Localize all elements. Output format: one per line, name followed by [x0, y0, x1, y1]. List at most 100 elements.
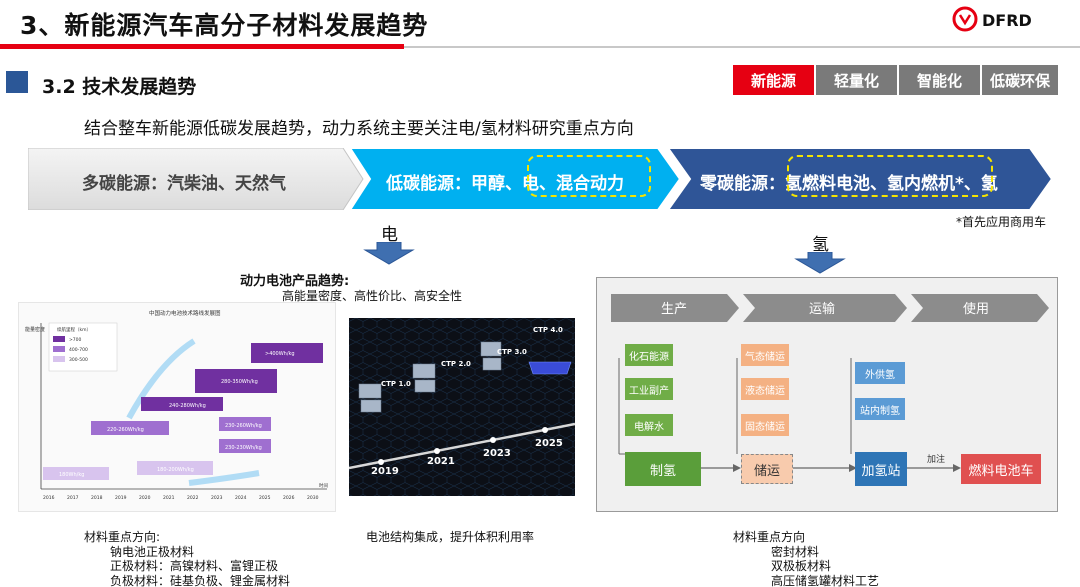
electric-material-item: 钠电池正极材料 — [110, 544, 195, 559]
roadmap-bar — [251, 343, 323, 363]
logo-text: DFRD — [982, 11, 1032, 30]
flow-hydrogen-production: 制氢 — [625, 452, 701, 486]
battery-roadmap-figure: 中国动力电池技术路线发展图 能量密度 续航里程（km） >700 400-700… — [18, 302, 336, 512]
roadmap-bar — [195, 369, 277, 393]
svg-text:2026: 2026 — [283, 495, 295, 501]
logo-ring-icon — [952, 6, 978, 32]
roadmap-title: 中国动力电池技术路线发展图 — [149, 309, 221, 317]
svg-text:240-280Wh/kg: 240-280Wh/kg — [169, 403, 206, 409]
electric-materials-title: 材料重点方向: — [84, 530, 161, 544]
stage-arrow — [611, 294, 739, 322]
ctp-label: CTP 4.0 — [533, 326, 563, 334]
flow-storage-transport: 储运 — [741, 454, 793, 484]
energy-chevron-flow — [28, 148, 1054, 210]
hydrogen-chain-figure: 生产 运输 使用 加注 化石能源 工业副产 电解水 制氢 气态储运 液态储运 固… — [596, 277, 1058, 512]
commercial-vehicle-note: *首先应用商用车 — [956, 215, 1047, 229]
ctp-label: CTP 3.0 — [497, 348, 527, 356]
roadmap-bar — [219, 439, 271, 453]
title-underline-red — [0, 44, 404, 49]
stage-zero-carbon: 零碳能源：氢燃料电池、氢内燃机*、氢 — [700, 174, 998, 194]
hydrogen-materials: 材料重点方向 密封材料 双极板材料 高压储氢罐材料工艺 — [733, 530, 879, 587]
production-source: 工业副产 — [625, 378, 673, 400]
electric-materials: 材料重点方向: 钠电池正极材料 正极材料：高镍材料、富锂正极 负极材料：硅基负极… — [84, 530, 290, 587]
svg-text:2024: 2024 — [235, 495, 247, 501]
section-title: 3.2 技术发展趋势 — [42, 76, 197, 98]
roadmap-bar — [43, 467, 109, 480]
tab-new-energy[interactable]: 新能源 — [733, 65, 814, 95]
hydrogen-materials-title: 材料重点方向 — [733, 530, 806, 544]
tab-intelligent[interactable]: 智能化 — [899, 65, 980, 95]
svg-text:2030: 2030 — [307, 495, 319, 501]
tab-low-carbon[interactable]: 低碳环保 — [982, 65, 1058, 95]
hydrogen-material-item: 密封材料 — [771, 544, 820, 559]
production-source: 化石能源 — [625, 344, 673, 366]
usage-mode: 站内制氢 — [855, 398, 905, 420]
electric-material-item: 负极材料：硅基负极、锂金属材料 — [110, 573, 291, 587]
svg-text:续航里程（km）: 续航里程（km） — [57, 326, 91, 333]
roadmap-bar — [91, 421, 169, 435]
flow-note: 加注 — [927, 453, 945, 465]
svg-text:2019: 2019 — [115, 495, 127, 501]
svg-text:400-700: 400-700 — [69, 347, 88, 353]
down-arrow-icon — [363, 242, 415, 265]
hydrogen-material-item: 高压储氢罐材料工艺 — [771, 573, 880, 587]
stage-arrow — [911, 294, 1049, 322]
electric-label: 电 — [381, 225, 398, 245]
ctp-evolution-figure: CTP 1.0 CTP 2.0 CTP 3.0 CTP 4.0 2019 202… — [349, 318, 575, 496]
ctp-label: CTP 2.0 — [441, 360, 471, 368]
hydrogen-label: 氢 — [812, 235, 829, 255]
flow-fuel-cell-vehicle: 燃料电池车 — [961, 454, 1041, 484]
svg-text:2022: 2022 — [187, 495, 199, 501]
dfrd-logo: DFRD — [952, 6, 1032, 32]
page-title: 3、新能源汽车高分子材料发展趋势 — [20, 11, 429, 40]
highlight-electric-hybrid — [527, 155, 651, 197]
ctp-label: CTP 1.0 — [381, 380, 411, 388]
roadmap-bar — [137, 461, 213, 475]
transport-mode: 气态储运 — [741, 344, 789, 366]
hydrogen-material-item: 双极板材料 — [771, 559, 832, 573]
svg-text:230-230Wh/kg: 230-230Wh/kg — [225, 445, 262, 451]
ctp-year: 2021 — [427, 456, 455, 467]
stage-low-carbon: 低碳能源：甲醇、电、混合动力 — [386, 174, 624, 194]
transport-mode: 液态储运 — [741, 378, 789, 400]
roadmap-y-label: 能量密度 — [25, 326, 45, 333]
stage-multi-carbon: 多碳能源：汽柴油、天然气 — [82, 174, 286, 194]
svg-text:2017: 2017 — [67, 495, 79, 501]
tab-lightweight[interactable]: 轻量化 — [816, 65, 897, 95]
electric-material-item: 正极材料：高镍材料、富锂正极 — [110, 559, 279, 573]
production-source: 电解水 — [625, 414, 673, 436]
svg-text:220-260Wh/kg: 220-260Wh/kg — [107, 427, 144, 433]
stage-usage: 使用 — [963, 301, 989, 317]
chevron-low-carbon — [348, 148, 682, 210]
ctp-year: 2019 — [371, 466, 399, 477]
svg-text:280-350Wh/kg: 280-350Wh/kg — [221, 379, 258, 385]
stage-production: 生产 — [661, 302, 687, 317]
battery-trend-subtitle: 高能量密度、高性价比、高安全性 — [282, 289, 463, 303]
highlight-hydrogen — [787, 155, 993, 197]
section-marker — [6, 71, 28, 93]
ctp-year: 2023 — [483, 448, 511, 459]
svg-text:时间: 时间 — [319, 482, 328, 489]
svg-text:180Wh/kg: 180Wh/kg — [59, 472, 84, 478]
svg-text:2020: 2020 — [139, 495, 151, 501]
svg-text:300-500: 300-500 — [69, 357, 88, 363]
chevron-zero-carbon — [666, 148, 1054, 210]
svg-text:230-260Wh/kg: 230-260Wh/kg — [225, 423, 262, 429]
svg-text:2025: 2025 — [259, 495, 271, 501]
flow-refueling-station: 加氢站 — [855, 452, 907, 486]
chevron-multi-carbon — [28, 148, 364, 210]
topic-tabs: 新能源 轻量化 智能化 低碳环保 — [733, 65, 1058, 95]
stage-transport: 运输 — [809, 301, 835, 317]
svg-text:2016: 2016 — [43, 495, 55, 501]
svg-text:>400Wh/kg: >400Wh/kg — [265, 351, 295, 357]
ctp-year: 2025 — [535, 438, 563, 449]
stage-arrow — [743, 294, 907, 322]
ctp-caption: 电池结构集成，提升体积利用率 — [366, 530, 535, 544]
battery-trend-title: 动力电池产品趋势: — [240, 274, 350, 289]
transport-mode: 固态储运 — [741, 414, 789, 436]
title-underline-gray — [404, 46, 1080, 48]
svg-text:2023: 2023 — [211, 495, 223, 501]
roadmap-bar — [141, 397, 223, 411]
svg-text:2018: 2018 — [91, 495, 103, 501]
usage-mode: 外供氢 — [855, 362, 905, 384]
